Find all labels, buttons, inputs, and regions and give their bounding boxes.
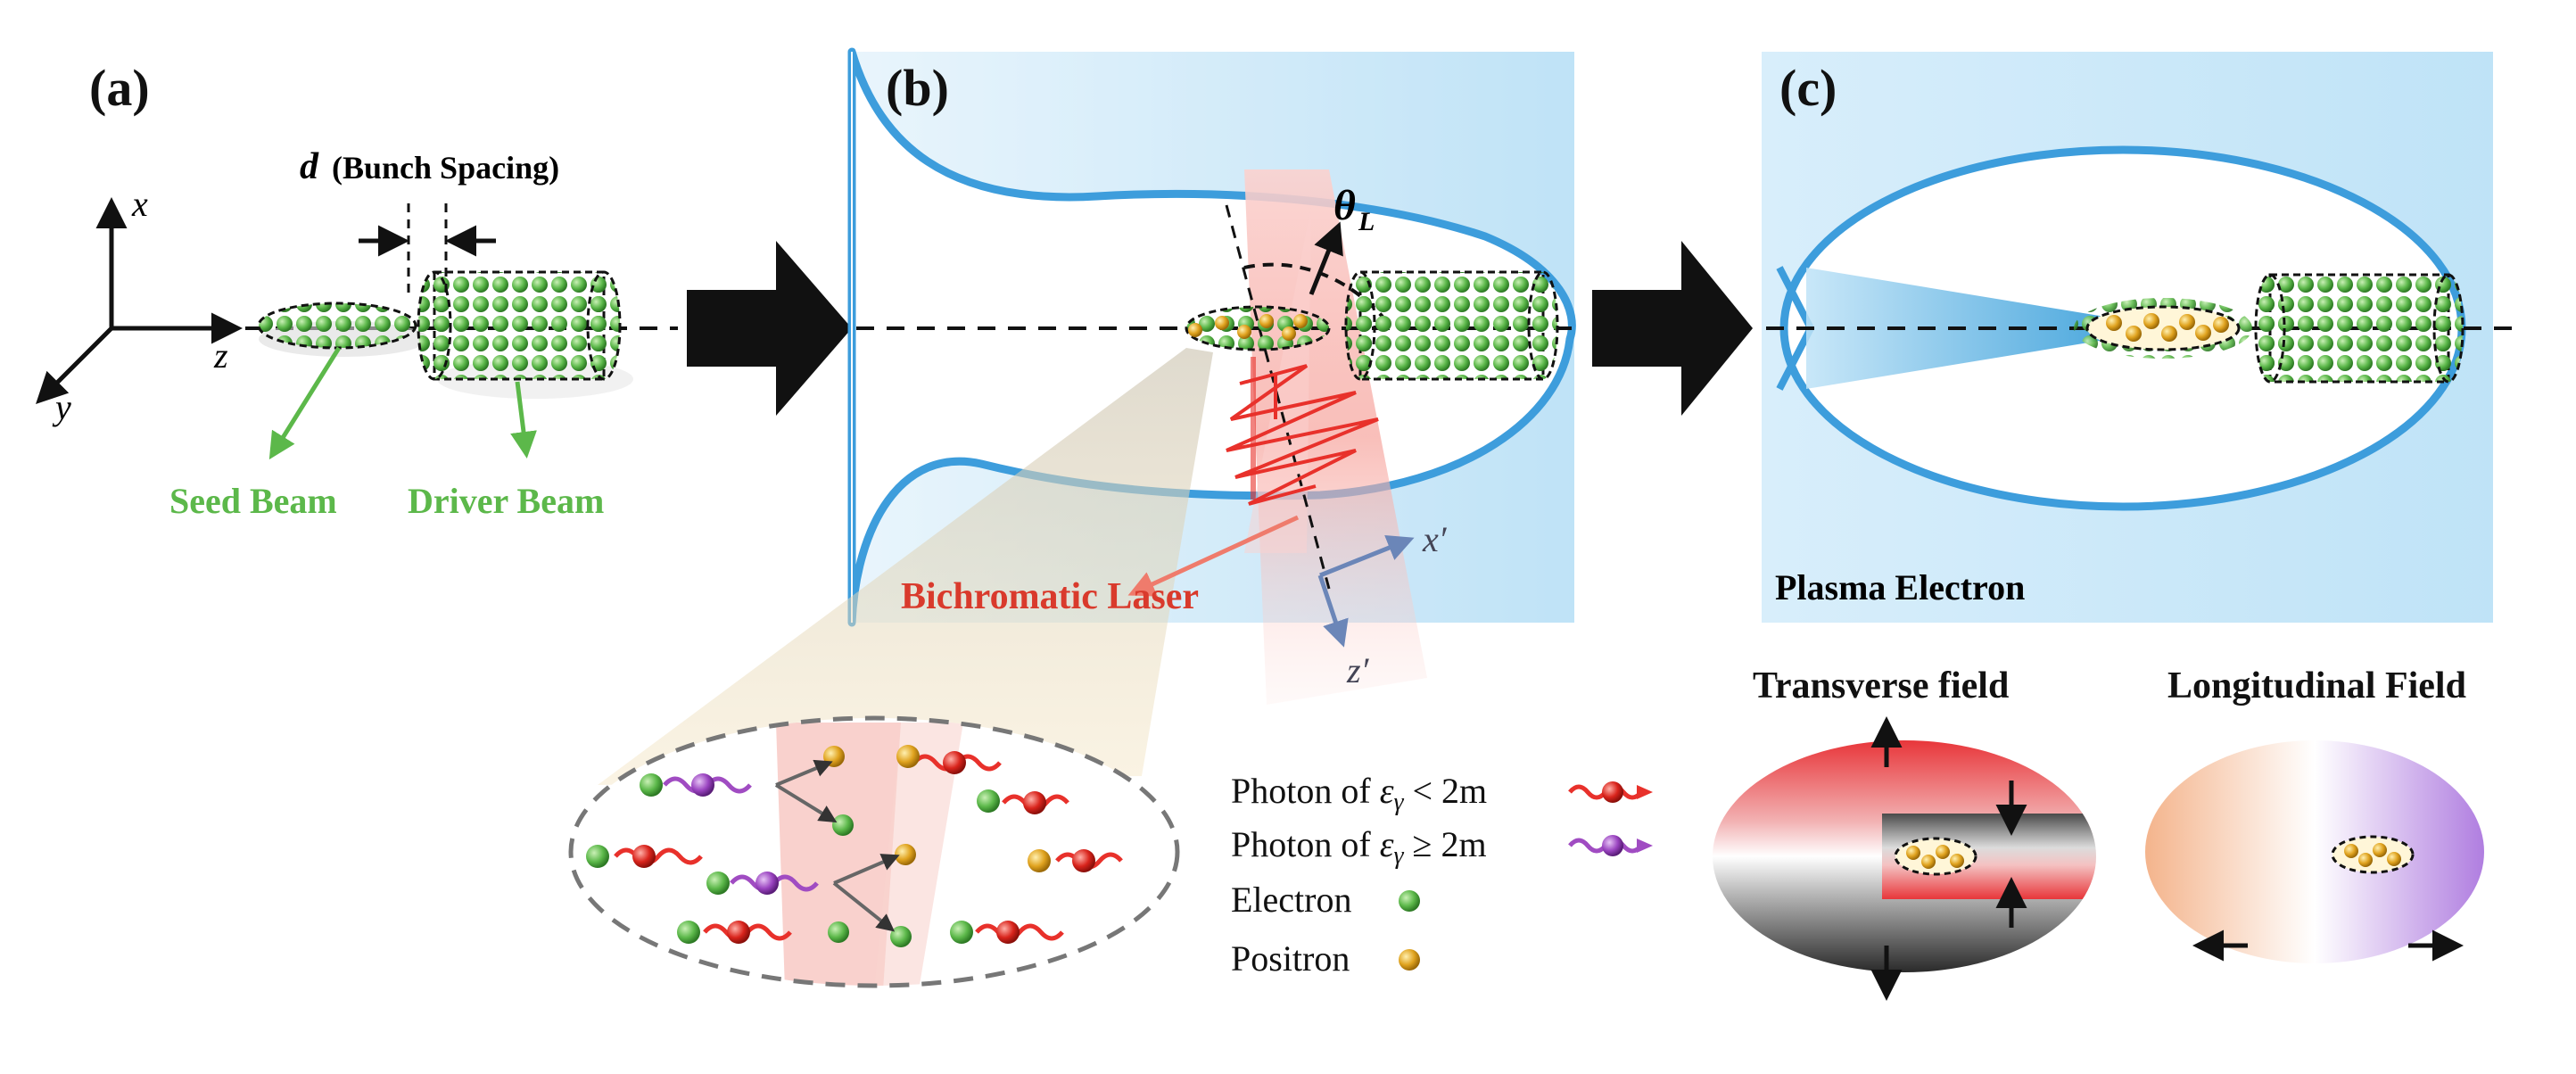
axes-a: x z y	[36, 184, 243, 427]
transition-arrow-2	[1592, 241, 1753, 416]
panel-b-label: (b)	[886, 59, 949, 117]
transverse-field-label: Transverse field	[1753, 665, 2009, 706]
bunch-spacing-marker: d (Bunch Spacing)	[300, 146, 559, 294]
axis-z-label: z	[213, 335, 228, 376]
panel-a: (a) x z y d	[36, 59, 678, 521]
legend-positron-label: Positron	[1231, 938, 1350, 979]
seed-pointer	[268, 346, 342, 460]
driver-beam-label: Driver Beam	[408, 481, 604, 521]
legend-photon-low-prefix: Photon of	[1231, 771, 1380, 811]
seed-beam	[257, 302, 428, 357]
legend-photon-low-math: ε	[1380, 771, 1394, 811]
longitudinal-field: Longitudinal Field	[2145, 665, 2484, 963]
legend-photon-high-math: ε	[1380, 824, 1394, 864]
axis-zp-label: z′	[1346, 650, 1370, 690]
driver-beam-c	[2254, 273, 2465, 384]
legend-photon-low: Photon of εγ < 2m	[1231, 771, 1653, 816]
laser-pulse	[1226, 364, 1379, 506]
axis-xp-label: x′	[1422, 519, 1448, 559]
spacing-text: (Bunch Spacing)	[332, 150, 559, 186]
legend-photon-high: Photon of εγ ≥ 2m	[1231, 824, 1653, 870]
driver-beam-b	[1344, 270, 1559, 381]
theta-subscript: L	[1358, 207, 1375, 236]
panel-c: (c) Plasma Electron	[1762, 52, 2515, 623]
accelerated-bunch	[2074, 298, 2252, 359]
mixed-bunch-b	[1185, 305, 1331, 351]
transition-arrow-1	[687, 241, 852, 416]
axis-xp-arrow	[1319, 534, 1415, 578]
zoom-particles	[586, 745, 1123, 947]
legend-electron: Electron	[1231, 880, 1420, 920]
spacing-symbol: d	[300, 146, 319, 187]
axis-zp-arrow	[1317, 574, 1349, 648]
axis-y-label: y	[52, 387, 71, 427]
driver-beam	[417, 270, 633, 399]
zoom-cone	[598, 348, 1213, 785]
axis-x-label: x	[131, 184, 148, 224]
laser-pointer	[1127, 515, 1300, 597]
theta-symbol: θ	[1333, 182, 1356, 229]
legend-photon-high-rel: ≥ 2m	[1404, 824, 1487, 864]
legend-photon-low-rel: < 2m	[1404, 771, 1488, 811]
legend-electron-label: Electron	[1231, 880, 1352, 920]
svg-text:Photon of εγ < 2m: Photon of εγ < 2m	[1231, 771, 1487, 816]
driver-pointer	[510, 381, 537, 459]
longitudinal-field-label: Longitudinal Field	[2167, 665, 2466, 706]
legend-photon-high-sub: γ	[1393, 842, 1404, 870]
seed-beam-label: Seed Beam	[169, 481, 337, 521]
transverse-field: Transverse field	[1713, 665, 2096, 1001]
laser-axis	[1225, 204, 1331, 590]
laser-label: Bichromatic Laser	[901, 576, 1199, 617]
zoom-detail	[568, 715, 1180, 988]
electron-swatch	[1399, 890, 1420, 912]
svg-text:Photon of εγ ≥ 2m: Photon of εγ ≥ 2m	[1231, 824, 1487, 870]
theta-arrow	[1309, 221, 1343, 295]
positron-swatch	[1399, 949, 1420, 971]
legend: Photon of εγ < 2m Photon of εγ ≥ 2m Elec…	[1231, 771, 1653, 979]
legend-photon-low-sub: γ	[1393, 789, 1404, 816]
plasma-electron-label: Plasma Electron	[1775, 567, 2025, 607]
panel-c-label: (c)	[1779, 59, 1837, 117]
panel-a-label: (a)	[89, 59, 150, 117]
panel-b: (b) θ L	[598, 47, 1576, 785]
legend-positron: Positron	[1231, 938, 1420, 979]
legend-photon-high-prefix: Photon of	[1231, 824, 1380, 864]
